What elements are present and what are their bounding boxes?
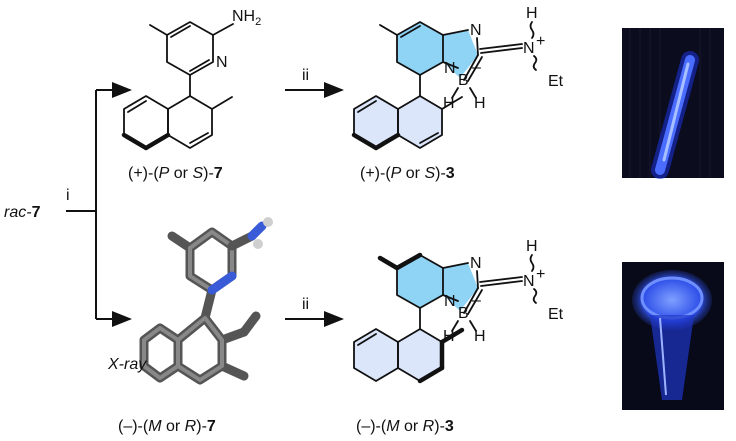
compound-7-plus — [121, 21, 234, 151]
split-arrow — [66, 82, 132, 327]
condition-i: i — [66, 187, 70, 204]
atom-b-top: B — [458, 72, 469, 89]
atom-h-b1-bottom: H — [443, 328, 455, 345]
caption-bottom-right: (–)-(M or R)-3 — [356, 418, 454, 435]
atom-h-n-bottom: H — [526, 238, 538, 255]
start-compound-label: rac-7 — [4, 204, 41, 221]
atom-nplus-top: N — [523, 40, 535, 57]
plus-charge-top: + — [536, 33, 545, 50]
caption-top-left: (+)-(P or S)-7 — [128, 165, 223, 182]
ethyl-top: Et — [548, 73, 564, 90]
atom-h-b2-top: H — [474, 95, 486, 112]
photo-fluorescent-tube — [622, 28, 724, 179]
atom-n-ring-bottom: N — [444, 293, 456, 310]
compound-3-minus — [353, 252, 538, 384]
atom-n-top: N — [470, 22, 482, 39]
condition-ii-bottom: ii — [302, 296, 309, 313]
compound-3-plus — [351, 21, 538, 151]
condition-ii-top: ii — [302, 67, 309, 84]
caption-top-right: (+)-(P or S)-3 — [360, 165, 455, 182]
caption-bottom-left: (–)-(M or R)-7 — [118, 418, 216, 435]
nh2-label: NH2 — [232, 8, 261, 28]
minus-charge-bottom: – — [472, 292, 481, 309]
atom-b-bottom: B — [458, 305, 469, 322]
atom-h-b2-bottom: H — [474, 328, 486, 345]
photo-fluorescent-vial — [622, 262, 724, 410]
pyridine-n-label: N — [216, 54, 228, 71]
plus-charge-bottom: + — [536, 266, 545, 283]
compound-7-minus-xray — [139, 217, 273, 385]
x-ray-label: X-ray — [107, 356, 147, 373]
ethyl-bottom: Et — [548, 306, 564, 323]
atom-n-ring-top: N — [444, 60, 456, 77]
minus-charge-top: – — [472, 59, 481, 76]
atom-n-bottom: N — [470, 255, 482, 272]
atom-h-n-top: H — [526, 5, 538, 22]
atom-h-b1-top: H — [443, 95, 455, 112]
atom-nplus-bottom: N — [523, 273, 535, 290]
